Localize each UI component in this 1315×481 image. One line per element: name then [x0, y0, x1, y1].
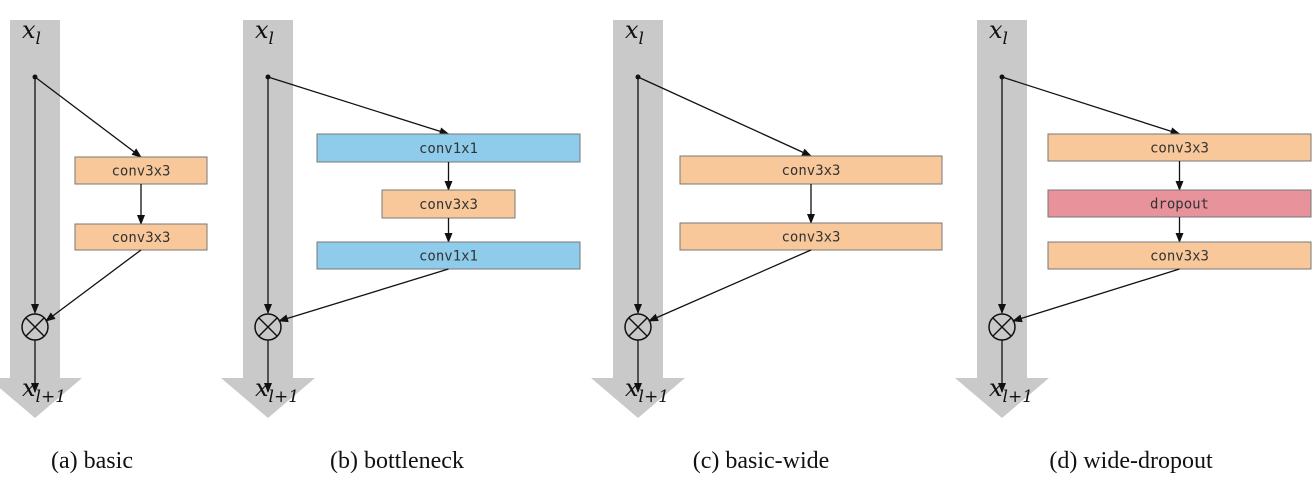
output-variable-subscript: l+1	[269, 387, 300, 407]
layer-box-conv3x3	[1047, 241, 1312, 270]
residual-exit-arrow	[45, 249, 142, 322]
panel-caption: (b) bottleneck	[330, 448, 464, 474]
layer-box-conv3x3	[74, 223, 208, 251]
output-variable-subscript: l+1	[36, 387, 67, 407]
residual-entry-arrow	[1001, 76, 1181, 136]
residual-entry-arrow	[267, 76, 450, 136]
residual-entry-arrow	[34, 76, 142, 158]
layer-box-conv3x3	[679, 155, 943, 185]
residual-entry-arrow	[637, 76, 812, 157]
panel-caption: (d) wide-dropout	[1049, 448, 1213, 474]
panel-caption: (c) basic-wide	[693, 448, 830, 474]
output-variable-subscript: l+1	[639, 387, 670, 407]
input-variable-subscript: l	[36, 29, 41, 49]
merge-junction-cross	[628, 317, 648, 337]
layer-box-conv3x3	[679, 222, 943, 251]
layer-box-conv1x1	[316, 241, 581, 270]
residual-exit-arrow	[648, 249, 812, 322]
layer-label: dropout	[1150, 197, 1209, 213]
layer-label: conv3x3	[781, 163, 840, 179]
layer-label: conv3x3	[111, 164, 170, 180]
layer-label: conv1x1	[419, 141, 478, 157]
layer-label: conv3x3	[1150, 141, 1209, 157]
residual-exit-arrow	[278, 268, 449, 323]
merge-junction-cross	[258, 317, 278, 337]
input-variable-subscript: l	[1003, 29, 1008, 49]
layer-label: conv3x3	[111, 230, 170, 246]
merge-junction-cross	[992, 317, 1012, 337]
residual-exit-arrow	[1012, 268, 1180, 323]
input-variable-subscript: l	[639, 29, 644, 49]
layer-box-conv3x3	[74, 156, 208, 185]
panel-caption: (a) basic	[51, 448, 133, 474]
layer-label: conv3x3	[781, 230, 840, 246]
layer-box-conv3x3	[1047, 133, 1312, 162]
layer-label: conv3x3	[1150, 249, 1209, 265]
skip-connection-band	[0, 20, 82, 418]
layer-box-conv3x3	[381, 189, 516, 219]
output-variable-subscript: l+1	[1003, 387, 1034, 407]
layer-box-dropout	[1047, 189, 1312, 218]
layer-box-conv1x1	[316, 133, 581, 163]
layer-label: conv1x1	[419, 249, 478, 265]
input-variable-subscript: l	[269, 29, 274, 49]
layer-label: conv3x3	[419, 197, 478, 213]
merge-junction-cross	[25, 317, 45, 337]
